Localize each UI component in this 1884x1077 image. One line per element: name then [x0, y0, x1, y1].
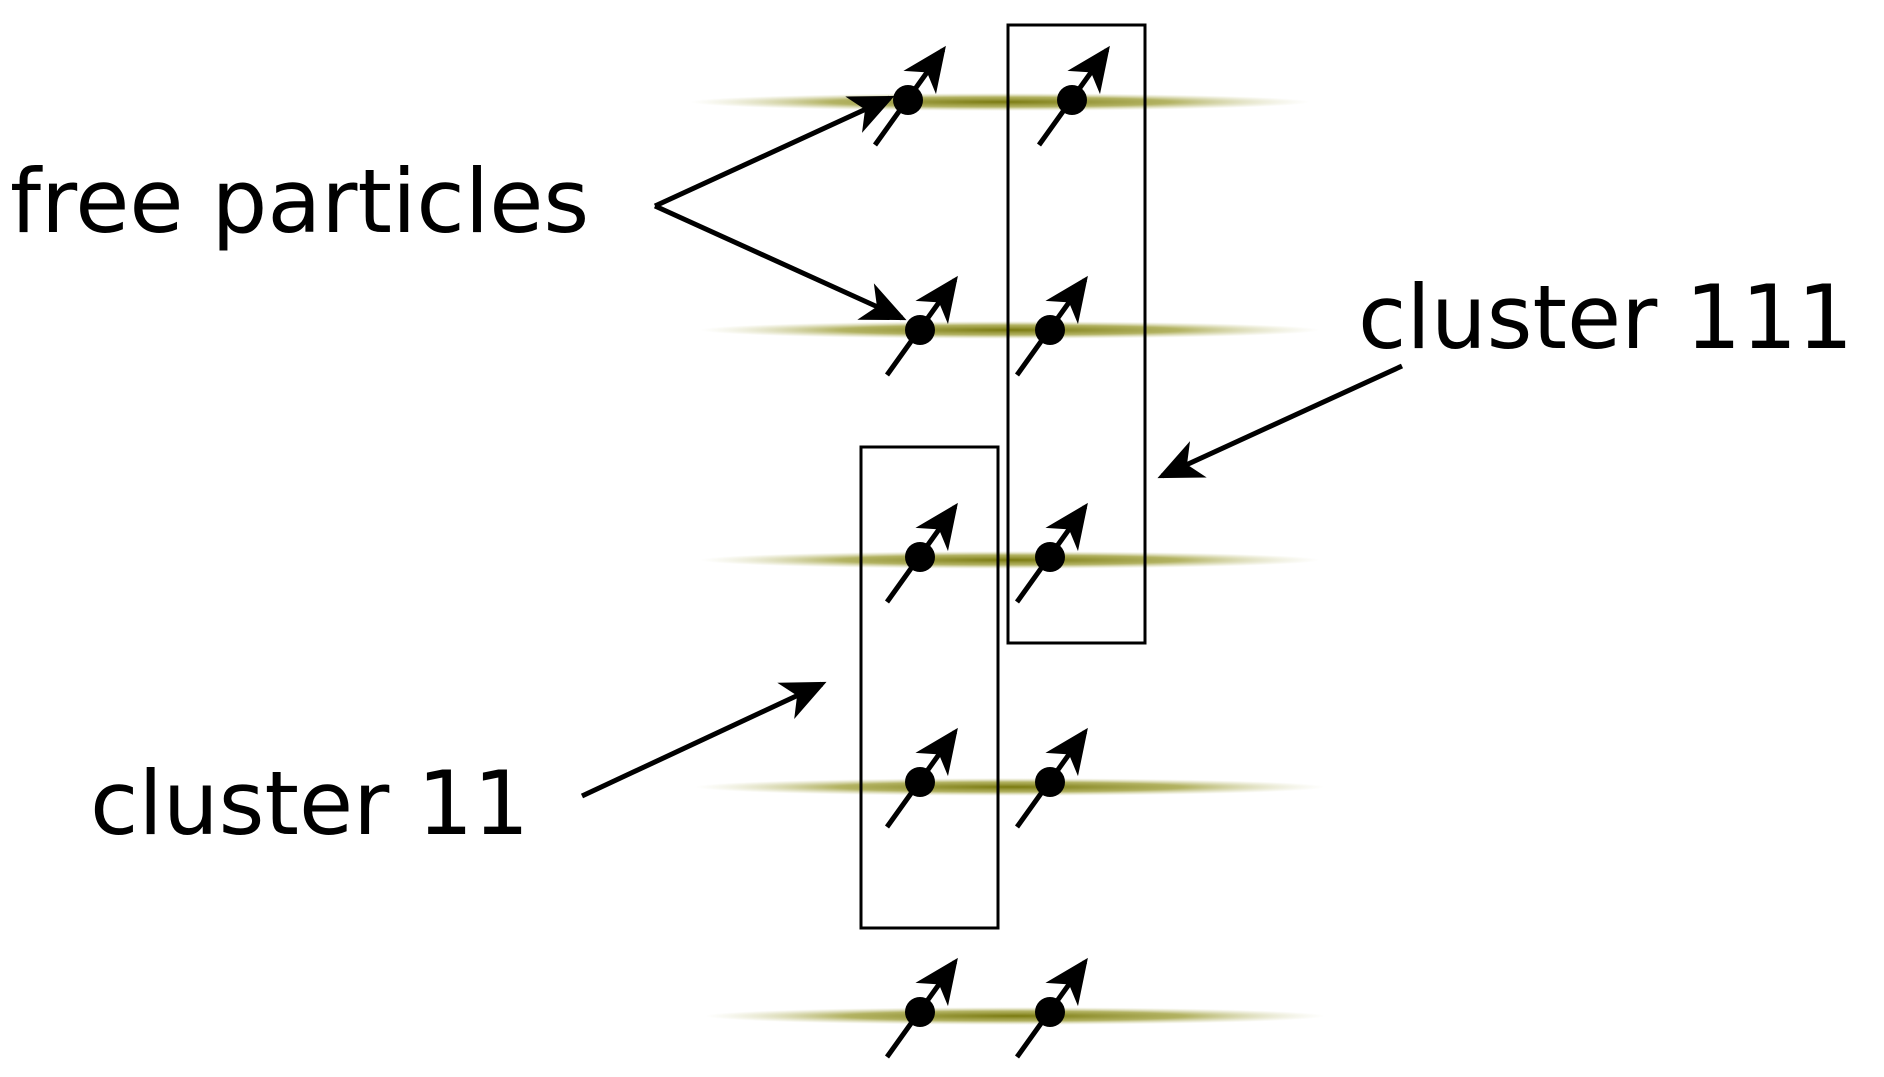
energy-level — [705, 1007, 1325, 1025]
particle-dot — [1035, 315, 1065, 345]
particle — [1014, 502, 1088, 604]
particle-dot — [905, 542, 935, 572]
particle-dot — [905, 315, 935, 345]
particle-dot — [905, 767, 935, 797]
cluster-111-label: cluster 111 — [1358, 266, 1853, 369]
cluster-11-label: cluster 11 — [90, 752, 529, 855]
particle — [1014, 275, 1088, 377]
energy-level — [695, 778, 1325, 796]
particle-dot — [1035, 542, 1065, 572]
cluster-11-arrow — [580, 681, 827, 799]
pointer-arrows — [580, 95, 1404, 799]
energy-level — [700, 321, 1320, 339]
particle — [884, 502, 958, 604]
energy-level — [700, 551, 1320, 569]
particle — [884, 727, 958, 829]
particle — [1036, 45, 1110, 147]
particle — [884, 957, 958, 1059]
cluster-111-arrow — [1157, 363, 1404, 479]
particle-dot — [1057, 85, 1087, 115]
cluster-11-box — [859, 445, 1000, 930]
particle — [884, 275, 958, 377]
particles — [872, 45, 1110, 1059]
particle-dot — [1035, 997, 1065, 1027]
free-particles-label: free particles — [10, 150, 589, 253]
energy-levels — [690, 93, 1325, 1025]
cluster-111-box — [1006, 23, 1147, 645]
particle — [1014, 957, 1088, 1059]
particle-dot — [1035, 767, 1065, 797]
particle — [1014, 727, 1088, 829]
particle-dot — [893, 85, 923, 115]
particle-dot — [905, 997, 935, 1027]
energy-level — [690, 93, 1310, 111]
free-particles-arrow — [653, 203, 907, 321]
free-particles-arrow — [653, 95, 895, 209]
